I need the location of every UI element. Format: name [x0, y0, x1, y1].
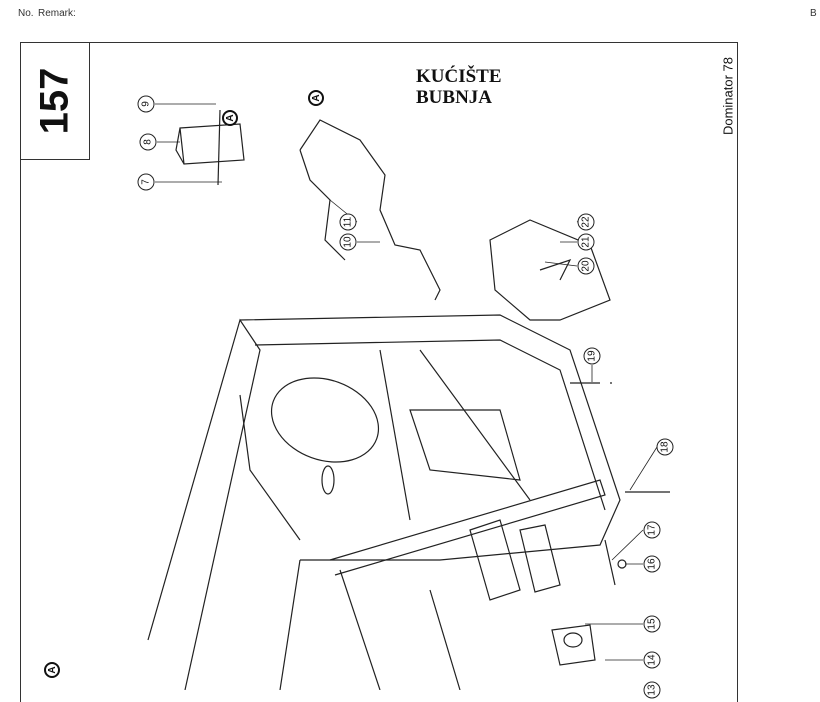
column-remark-label: Remark: [38, 8, 76, 19]
callout-8: 8 [139, 133, 157, 151]
part-10-shield [299, 119, 441, 301]
part-16-nut [617, 559, 627, 569]
callout-21: 21 [577, 233, 595, 251]
drum-housing [147, 314, 621, 690]
callout-19: 19 [583, 347, 601, 365]
column-no-label: No. [18, 8, 34, 19]
title-line-1: KUĆIŠTE [416, 66, 502, 87]
drawing-title: KUĆIŠTE BUBNJA [416, 66, 502, 108]
drawing-frame [20, 42, 738, 702]
page-number-box [20, 42, 90, 160]
detail-marker-a: A [44, 662, 60, 678]
detail-marker-a: A [308, 90, 324, 106]
callout-20: 20 [577, 257, 595, 275]
part-9-bolt [217, 109, 221, 186]
detail-marker-a: A [222, 110, 238, 126]
part-17-bolt [604, 539, 616, 586]
callout-9: 9 [137, 95, 155, 113]
callout-10: 10 [339, 233, 357, 251]
callout-11: 11 [339, 213, 357, 231]
part-14-clamp [551, 624, 596, 666]
callout-13: 13 [643, 681, 661, 699]
callout-16: 16 [643, 555, 661, 573]
callout-17: 17 [643, 521, 661, 539]
callout-18: 18 [656, 438, 674, 456]
callout-7: 7 [137, 173, 155, 191]
part-20-plate [489, 219, 611, 321]
callout-14: 14 [643, 651, 661, 669]
title-line-2: BUBNJA [416, 87, 493, 108]
part-8-block [175, 123, 245, 165]
callout-15: 15 [643, 615, 661, 633]
column-b-label: B [810, 8, 817, 19]
leader-lines [155, 103, 658, 661]
callout-22: 22 [577, 213, 595, 231]
